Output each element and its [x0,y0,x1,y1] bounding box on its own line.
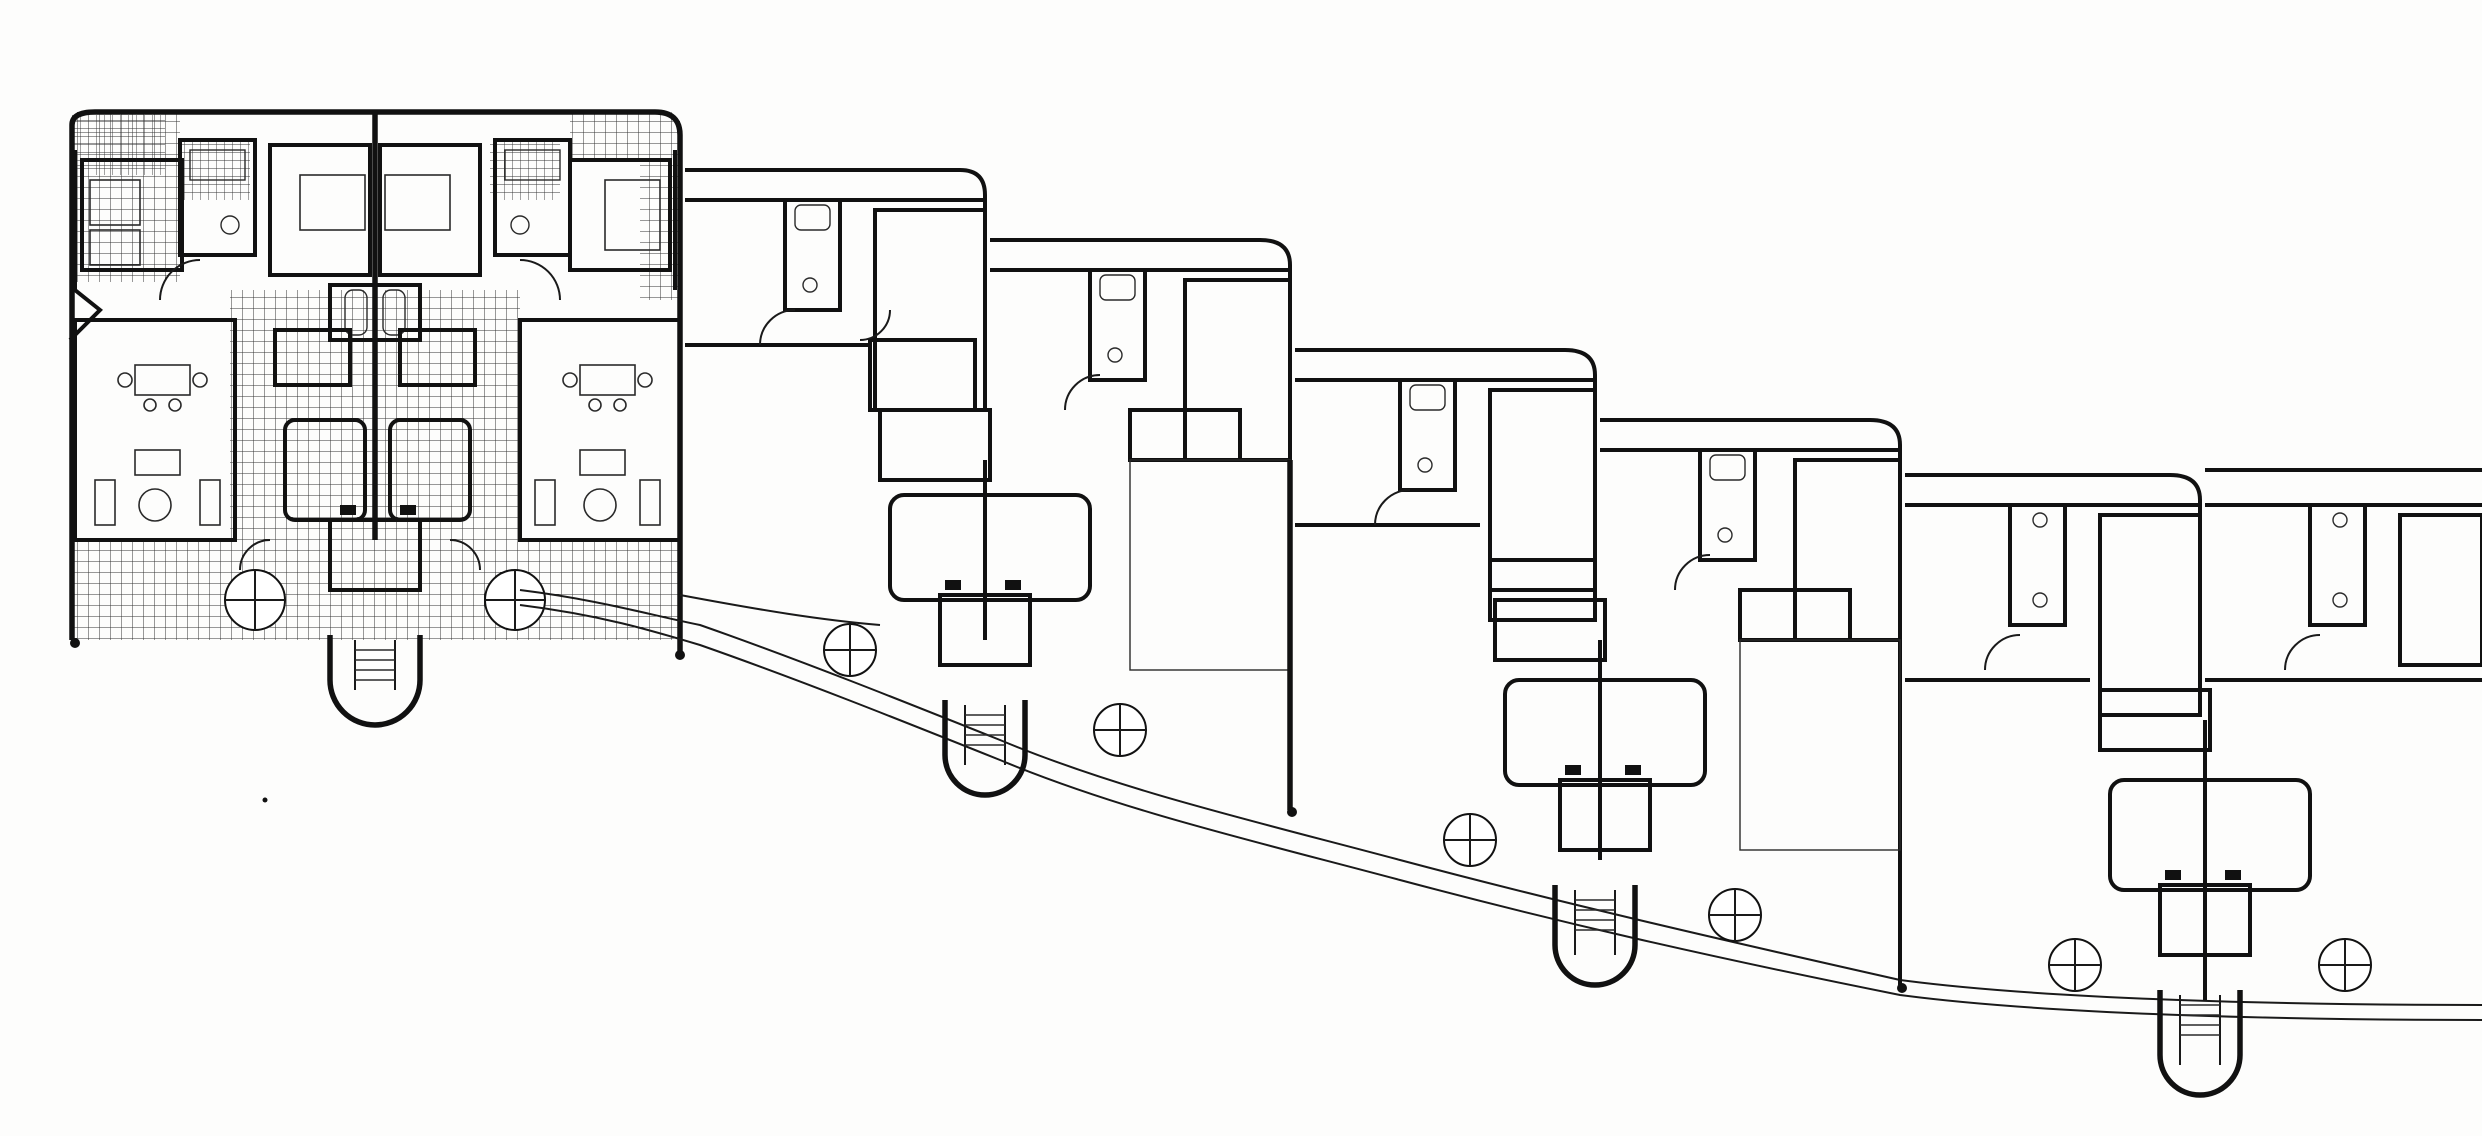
tree-circle [2318,938,2372,992]
tree-circle [1708,888,1762,942]
stair-tower [327,635,423,728]
stair-tower [942,700,1028,798]
tree-circle [1443,813,1497,867]
unit-2 [685,168,1092,798]
tree-circle [484,569,546,631]
terrace-edge [519,589,2482,1021]
unit-3 [990,238,1297,817]
corner-block-left [68,109,685,728]
stair-tower [1552,885,1638,988]
tree-circle [224,569,286,631]
tree-circle [1093,703,1147,757]
stair-tower [2157,990,2243,1098]
unit-5 [1600,418,1907,993]
unit-6 [1905,473,2312,1098]
unit-7 [2205,468,2482,992]
tree-circle [823,623,877,677]
tree-circle [2048,938,2102,992]
unit-4 [1295,348,1707,988]
